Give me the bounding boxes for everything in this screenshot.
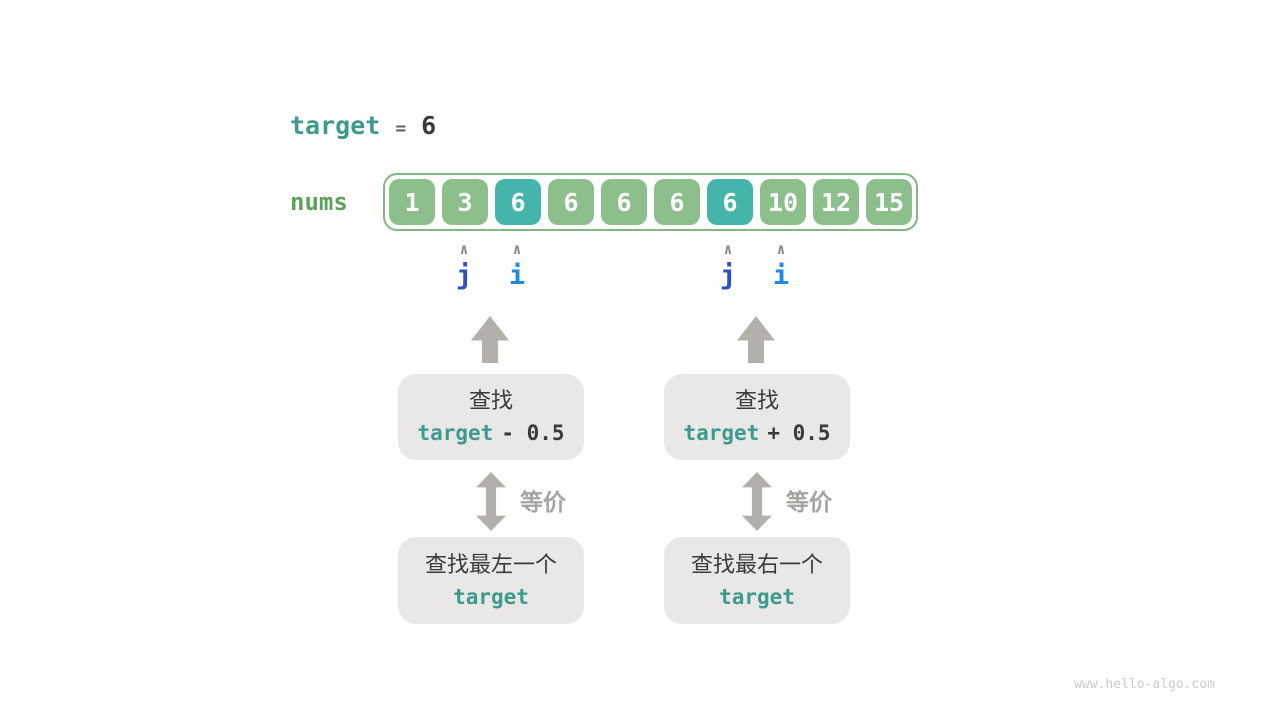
equals-sign: =: [395, 118, 407, 139]
array-cell: 6: [601, 179, 647, 225]
array-cell: 15: [866, 179, 912, 225]
array-cell: 3: [442, 179, 488, 225]
array-cell: 1: [389, 179, 435, 225]
expr-offset: - 0.5: [501, 421, 565, 445]
array-cell: 10: [760, 179, 806, 225]
search-expression: target + 0.5: [683, 421, 830, 446]
search-title: 查找: [468, 388, 513, 413]
target-variable: target: [290, 111, 381, 140]
equivalence-label-right: 等价: [786, 489, 832, 515]
equivalence-label-left: 等价: [520, 489, 566, 515]
caret-up-icon: ∧: [459, 240, 469, 258]
double-arrow-icon: [476, 472, 506, 531]
pointer-j-left: j: [455, 260, 473, 291]
search-expression: target - 0.5: [417, 421, 564, 446]
expr-target: target: [417, 421, 494, 445]
up-arrow-icon: [737, 316, 775, 363]
caret-up-icon: ∧: [512, 240, 522, 258]
pointer-i-left: i: [508, 260, 526, 291]
result-expression: target: [719, 585, 795, 610]
expr-offset: + 0.5: [767, 421, 831, 445]
target-heading: target = 6: [290, 110, 436, 145]
watermark: www.hello-algo.com: [1074, 677, 1215, 692]
search-box-right: 查找 target + 0.5: [664, 374, 850, 460]
pointer-i-right: i: [772, 260, 790, 291]
nums-array: 1 3 6 6 6 6 6 10 12 15: [383, 173, 918, 231]
result-box-right: 查找最右一个 target: [664, 537, 850, 624]
target-value: 6: [421, 111, 437, 140]
array-cell-rightmost-target: 6: [707, 179, 753, 225]
result-title: 查找最左一个: [424, 551, 557, 577]
array-cell: 12: [813, 179, 859, 225]
array-cell: 6: [548, 179, 594, 225]
array-cell-leftmost-target: 6: [495, 179, 541, 225]
result-expression: target: [453, 585, 529, 610]
expr-target: target: [719, 584, 795, 609]
pointer-j-right: j: [719, 260, 737, 291]
expr-target: target: [683, 421, 760, 445]
result-title: 查找最右一个: [690, 551, 823, 577]
up-arrow-icon: [471, 316, 509, 363]
search-box-left: 查找 target - 0.5: [398, 374, 584, 460]
caret-up-icon: ∧: [723, 240, 733, 258]
expr-target: target: [453, 584, 529, 609]
double-arrow-icon: [742, 472, 772, 531]
caret-up-icon: ∧: [776, 240, 786, 258]
nums-label: nums: [290, 188, 348, 216]
result-box-left: 查找最左一个 target: [398, 537, 584, 624]
search-title: 查找: [734, 388, 779, 413]
array-cell: 6: [654, 179, 700, 225]
